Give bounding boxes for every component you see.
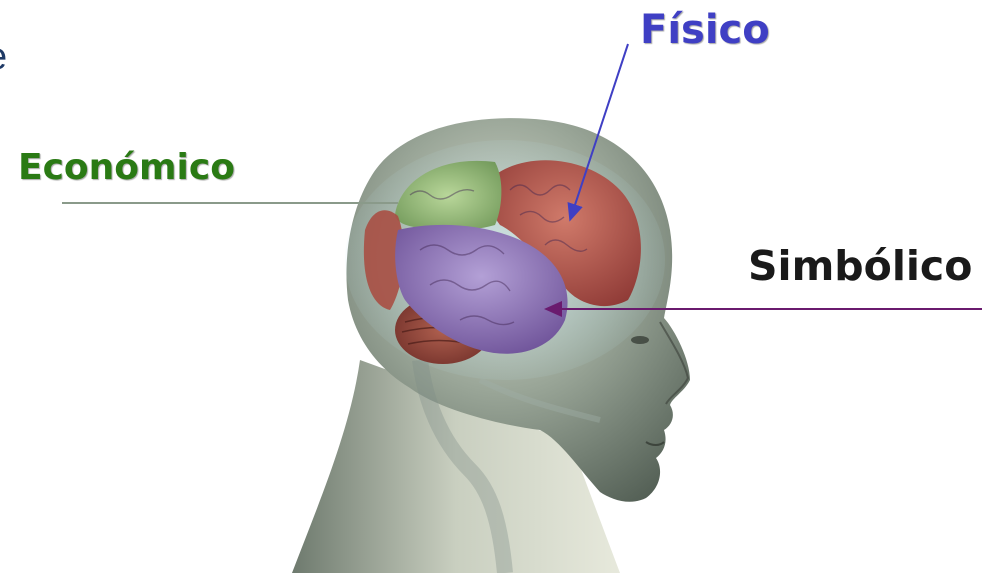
simbolico-label: Simbólico bbox=[748, 246, 972, 287]
fisico-label: Físico bbox=[640, 10, 770, 50]
eye-shape bbox=[631, 336, 649, 344]
clipped-text: e bbox=[0, 38, 7, 76]
economico-label: Económico bbox=[18, 150, 235, 186]
